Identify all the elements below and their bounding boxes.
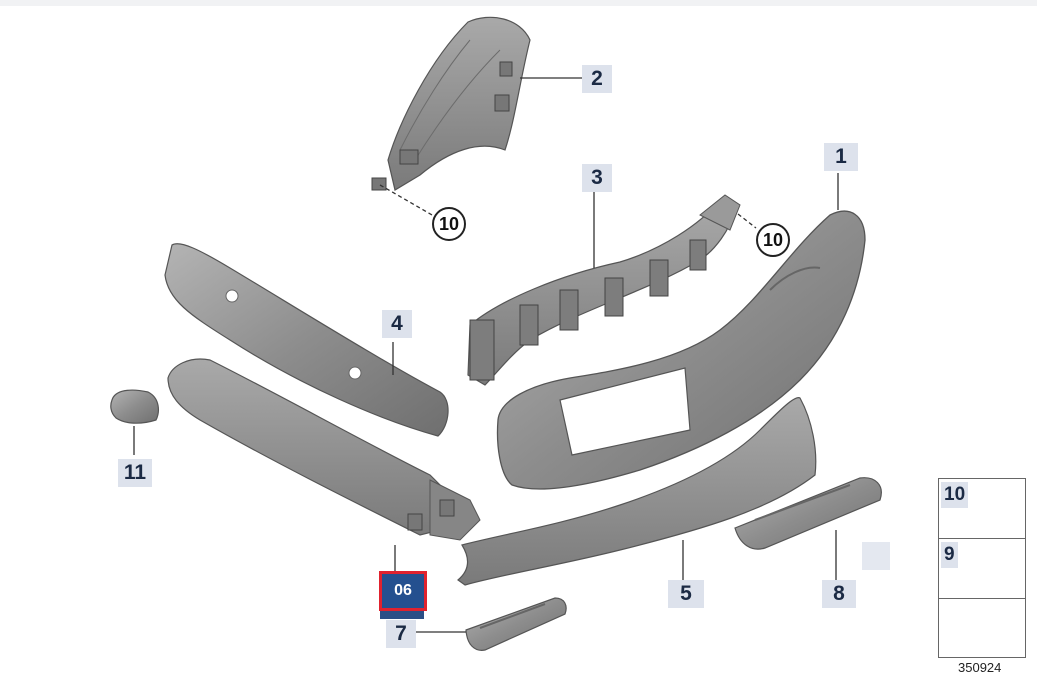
callout-circle-10-right[interactable]: 10 [756,223,790,257]
legend-row-clip[interactable]: 9 [939,539,1025,599]
legend-box: 10 9 [938,478,1026,658]
part-7-clip [465,597,567,651]
part-11-cap [110,389,159,424]
highlight-shadow [380,609,424,619]
callout-part-1[interactable]: 1 [824,143,858,171]
callout-part-4[interactable]: 4 [382,310,412,338]
part-3-frame-bracket [467,194,741,386]
part-1-side-cover [496,210,866,490]
callout-part-2[interactable]: 2 [582,65,612,93]
part-4-trim-strip [164,243,449,437]
callout-part-8[interactable]: 8 [822,580,856,608]
part-6-trim-panel [167,358,481,541]
legend-label-clip: 9 [941,542,958,568]
callout-part-6-highlighted[interactable]: 06 [379,571,427,611]
top-border [0,0,1037,6]
callout-part-3[interactable]: 3 [582,164,612,192]
part-5-lower-strip [457,397,817,586]
legend-row-screw[interactable]: 10 [939,479,1025,539]
leader-line-10a [379,184,433,216]
legend-row-arrow [939,599,1025,657]
legend-label-screw: 10 [941,482,969,508]
part-2-trim-panel [371,16,531,191]
callout-part-11[interactable]: 11 [118,459,152,487]
leader-line-10b [737,213,757,229]
callout-part-7[interactable]: 7 [386,620,416,648]
part-8-clip [734,477,882,550]
callout-circle-10-upper[interactable]: 10 [432,207,466,241]
callout-empty-label [862,542,890,570]
diagram-reference-number: 350924 [958,660,1002,675]
callout-part-5[interactable]: 5 [668,580,704,608]
